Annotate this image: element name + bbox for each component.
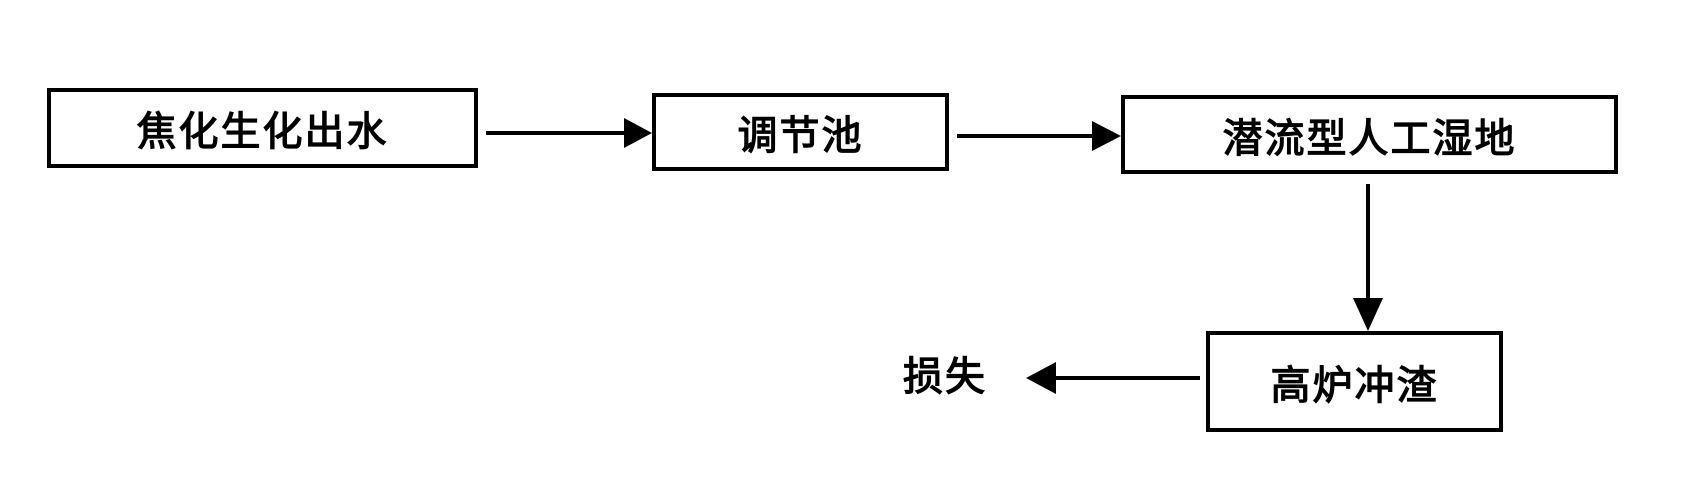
node-coking-effluent: 焦化生化出水 — [47, 88, 478, 168]
arrow-slag-to-loss-head — [1026, 362, 1056, 394]
arrow-regulating-to-wetland-head — [1092, 121, 1121, 151]
output-loss-label: 损失 — [903, 354, 987, 400]
node-blast-furnace-slag-label: 高炉冲渣 — [1270, 362, 1439, 409]
node-blast-furnace-slag: 高炉冲渣 — [1206, 331, 1503, 432]
node-coking-effluent-label: 焦化生化出水 — [136, 109, 389, 155]
node-subsurface-wetland-label: 潜流型人工湿地 — [1222, 115, 1517, 162]
arrow-source-to-regulating-head — [624, 118, 652, 148]
arrow-wetland-to-slag-head — [1353, 298, 1383, 331]
node-regulating-tank-label: 调节池 — [737, 113, 864, 159]
node-subsurface-wetland: 潜流型人工湿地 — [1121, 95, 1618, 174]
node-regulating-tank: 调节池 — [652, 93, 949, 171]
